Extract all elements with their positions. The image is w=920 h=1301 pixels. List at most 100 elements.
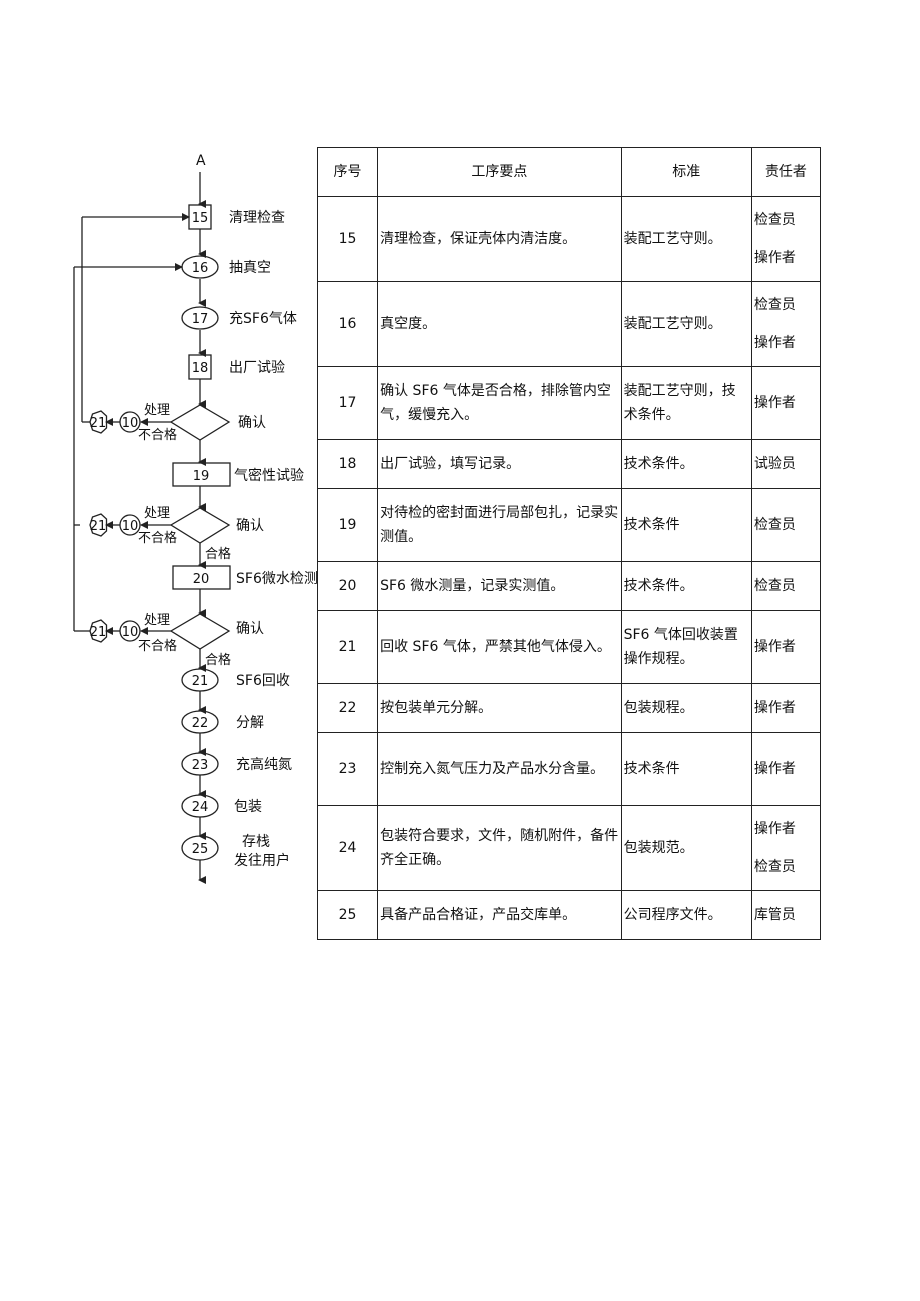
responsible-person: 库管员 — [753, 907, 796, 923]
node-number: 21 — [90, 625, 107, 640]
responsible-person: 检查员 — [753, 859, 796, 875]
row-responsible: 操作者 — [750, 732, 822, 806]
node-number: 23 — [192, 758, 209, 773]
row-seq: 25 — [316, 890, 379, 940]
step-label: SF6回收 — [236, 673, 290, 689]
row-point: SF6 微水测量，记录实测值。 — [377, 561, 622, 611]
row-seq: 24 — [316, 805, 379, 891]
responsible-person: 试验员 — [753, 456, 796, 472]
step-label: 充高纯氮 — [236, 756, 292, 773]
row-standard: 装配工艺守则，技术条件。 — [620, 366, 752, 440]
node-number: 15 — [192, 211, 209, 226]
row-standard: 装配工艺守则。 — [620, 196, 752, 282]
node-number: 22 — [192, 716, 209, 731]
row-seq: 19 — [316, 488, 379, 562]
step-label: 气密性试验 — [234, 467, 304, 484]
node-number: 20 — [193, 572, 210, 587]
row-seq: 22 — [316, 683, 379, 733]
responsible-person: 操作者 — [753, 700, 796, 716]
branch-fail-label: 不合格 — [138, 530, 177, 546]
node-number: 10 — [122, 625, 139, 640]
step-label: 出厂试验 — [229, 360, 285, 376]
row-seq: 15 — [316, 196, 379, 282]
row-responsible: 检查员 — [750, 488, 822, 562]
row-point: 控制充入氮气压力及产品水分含量。 — [377, 732, 622, 806]
row-responsible: 操作者 — [750, 683, 822, 733]
row-standard: 技术条件。 — [620, 561, 752, 611]
step-label: 充SF6气体 — [229, 311, 297, 327]
flow-start-label: A — [196, 153, 206, 169]
table-row: 22 按包装单元分解。 包装规程。 操作者 — [316, 683, 822, 733]
responsible-person: 检查员 — [753, 578, 796, 594]
step-label: 包装 — [234, 799, 262, 815]
row-responsible: 检查员 操作者 — [750, 281, 822, 367]
table-row: 20 SF6 微水测量，记录实测值。 技术条件。 检查员 — [316, 561, 822, 611]
row-standard: 技术条件。 — [620, 439, 752, 489]
row-standard: 包装规程。 — [620, 683, 752, 733]
table-row: 21 回收 SF6 气体，严禁其他气体侵入。 SF6 气体回收装置操作规程。 操… — [316, 610, 822, 684]
row-point: 对待检的密封面进行局部包扎，记录实测值。 — [377, 488, 622, 562]
responsible-person: 操作者 — [753, 395, 796, 411]
responsible-person: 检查员 — [753, 212, 796, 228]
node-number: 21 — [192, 674, 209, 689]
row-seq: 21 — [316, 610, 379, 684]
node-number: 10 — [122, 416, 139, 431]
row-standard: 包装规范。 — [620, 805, 752, 891]
header-seq: 序号 — [316, 147, 379, 197]
row-point: 确认 SF6 气体是否合格，排除管内空气，缓慢充入。 — [377, 366, 622, 440]
responsible-person: 检查员 — [753, 297, 796, 313]
decision-label: 确认 — [236, 621, 264, 637]
row-standard: SF6 气体回收装置操作规程。 — [620, 610, 752, 684]
responsible-person: 操作者 — [753, 761, 796, 777]
table-row: 19 对待检的密封面进行局部包扎，记录实测值。 技术条件 检查员 — [316, 488, 822, 562]
branch-process-label: 处理 — [144, 613, 170, 628]
table-row: 17 确认 SF6 气体是否合格，排除管内空气，缓慢充入。 装配工艺守则，技术条… — [316, 366, 822, 440]
node-number: 21 — [90, 416, 107, 431]
node-number: 25 — [192, 842, 209, 857]
node-number: 18 — [192, 361, 209, 376]
table-row: 18 出厂试验，填写记录。 技术条件。 试验员 — [316, 439, 822, 489]
header-standard: 标准 — [620, 147, 752, 197]
branch-fail-label: 不合格 — [138, 638, 177, 654]
table-row: 25 具备产品合格证，产品交库单。 公司程序文件。 库管员 — [316, 890, 822, 940]
row-standard: 技术条件 — [620, 488, 752, 562]
responsible-person: 操作者 — [753, 639, 796, 655]
row-responsible: 检查员 — [750, 561, 822, 611]
row-seq: 17 — [316, 366, 379, 440]
table-row: 23 控制充入氮气压力及产品水分含量。 技术条件 操作者 — [316, 732, 822, 806]
row-seq: 23 — [316, 732, 379, 806]
row-responsible: 操作者 — [750, 610, 822, 684]
branch-fail-label: 不合格 — [138, 427, 177, 443]
responsible-person: 检查员 — [753, 517, 796, 533]
step-label: 清理检查 — [229, 210, 285, 226]
step-label-line2: 发往用户 — [234, 852, 290, 869]
process-table: 序号 工序要点 标准 责任者 15 清理检查，保证壳体内清洁度。 装配工艺守则。… — [316, 147, 822, 940]
row-standard: 装配工艺守则。 — [620, 281, 752, 367]
decision-label: 确认 — [236, 518, 264, 534]
row-responsible: 库管员 — [750, 890, 822, 940]
node-number: 19 — [193, 469, 210, 484]
branch-pass-label: 合格 — [205, 652, 231, 668]
row-point: 清理检查，保证壳体内清洁度。 — [377, 196, 622, 282]
step-label: 存栈 — [242, 834, 270, 850]
row-point: 真空度。 — [377, 281, 622, 367]
responsible-person: 操作者 — [753, 821, 796, 837]
table-row: 15 清理检查，保证壳体内清洁度。 装配工艺守则。 检查员 操作者 — [316, 196, 822, 282]
row-point: 回收 SF6 气体，严禁其他气体侵入。 — [377, 610, 622, 684]
row-responsible: 检查员 操作者 — [750, 196, 822, 282]
decision-label: 确认 — [238, 415, 266, 431]
row-responsible: 操作者 — [750, 366, 822, 440]
table-header-row: 序号 工序要点 标准 责任者 — [316, 147, 822, 197]
responsible-person: 操作者 — [753, 250, 796, 266]
row-seq: 20 — [316, 561, 379, 611]
node-number: 17 — [192, 312, 209, 327]
step-label: SF6微水检测 — [236, 571, 318, 587]
header-responsible: 责任者 — [750, 147, 822, 197]
responsible-person: 操作者 — [753, 335, 796, 351]
node-number: 10 — [122, 519, 139, 534]
row-responsible: 操作者 检查员 — [750, 805, 822, 891]
table-row: 16 真空度。 装配工艺守则。 检查员 操作者 — [316, 281, 822, 367]
row-point: 具备产品合格证，产品交库单。 — [377, 890, 622, 940]
process-flowchart: A 15 清理检查 16 抽真空 17 充SF6气体 18 出厂试验 确认 处理… — [73, 153, 318, 884]
row-seq: 18 — [316, 439, 379, 489]
